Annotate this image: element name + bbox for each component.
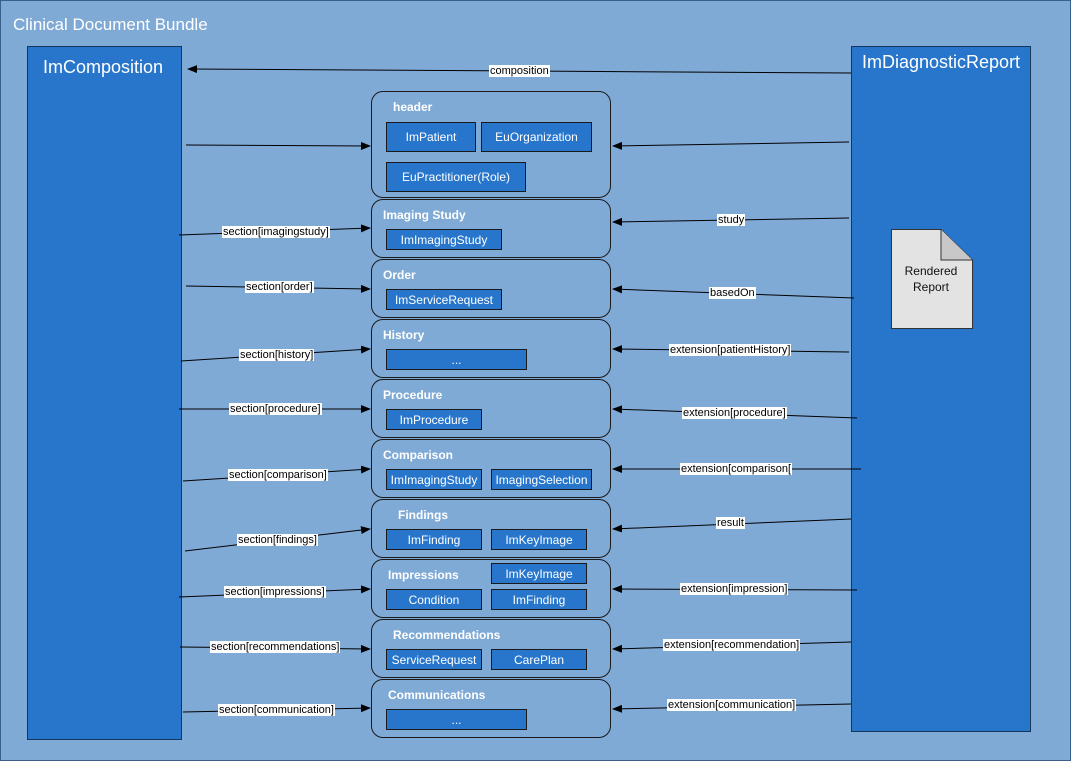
findings-section: Findings ImFinding ImKeyImage [371, 499, 611, 558]
recommendations-section: Recommendations ServiceRequest CarePlan [371, 619, 611, 678]
rendered-report-document: Rendered Report [891, 229, 973, 329]
composition-box: ImComposition [27, 46, 182, 740]
history-left-label: section[history] [239, 349, 315, 361]
comparison-left-label: section[comparison] [228, 469, 328, 481]
impressions-section: Impressions ImKeyImage Condition ImFindi… [371, 559, 611, 618]
order-left-label: section[order] [245, 281, 314, 293]
im-procedure-node: ImProcedure [386, 409, 482, 430]
impressions-left-label: section[impressions] [224, 586, 326, 598]
composition-edge-label: composition [489, 65, 550, 77]
comparison-title: Comparison [383, 448, 454, 462]
comparison-im-imaging-study-node: ImImagingStudy [386, 469, 482, 490]
header-section-title: header [393, 100, 433, 114]
bundle-title: Clinical Document Bundle [13, 15, 208, 34]
im-service-request-node: ImServiceRequest [386, 289, 502, 310]
eu-organization-node: EuOrganization [481, 122, 592, 152]
history-title: History [383, 328, 425, 342]
communications-ellipsis-node: ... [386, 709, 527, 730]
history-ellipsis-node: ... [386, 349, 527, 370]
patient-history-label: extension[patientHistory] [669, 344, 792, 356]
document-icon [891, 229, 973, 329]
im-patient-node: ImPatient [386, 122, 476, 152]
findings-im-finding-node: ImFinding [386, 529, 482, 550]
im-imaging-study-node: ImImagingStudy [386, 229, 502, 250]
impressions-im-finding-node: ImFinding [491, 589, 587, 610]
care-plan-node: CarePlan [491, 649, 587, 670]
imaging-selection-node: ImagingSelection [491, 469, 592, 490]
communications-left-label: section[communication] [218, 704, 335, 716]
imagingstudy-left-label: section[imagingstudy] [222, 226, 330, 238]
impressions-title: Impressions [388, 568, 459, 582]
recommendation-right-label: extension[recommendation] [663, 639, 801, 651]
eu-practitioner-node: EuPractitioner(Role) [386, 162, 526, 192]
procedure-section: Procedure ImProcedure [371, 379, 611, 438]
comparison-section: Comparison ImImagingStudy ImagingSelecti… [371, 439, 611, 498]
findings-im-key-image-node: ImKeyImage [491, 529, 587, 550]
history-section: History ... [371, 319, 611, 378]
rendered-report-label-line1: Rendered [904, 264, 958, 278]
recommendations-left-label: section[recommendations] [210, 641, 341, 653]
condition-node: Condition [386, 589, 482, 610]
order-section: Order ImServiceRequest [371, 259, 611, 318]
diagnostic-report-title: ImDiagnosticReport [862, 52, 1021, 72]
procedure-right-label: extension[procedure] [682, 407, 787, 419]
rendered-report-label-line2: Report [912, 280, 950, 294]
based-on-label: basedOn [709, 287, 756, 299]
header-left-edge [185, 141, 371, 150]
result-label: result [716, 517, 745, 529]
recommendations-title: Recommendations [393, 628, 501, 642]
study-label: study [717, 214, 746, 226]
procedure-left-label: section[procedure] [229, 403, 322, 415]
header-right-edge [612, 141, 850, 150]
imaging-study-title: Imaging Study [383, 208, 466, 222]
impressions-im-key-image-node: ImKeyImage [491, 563, 587, 584]
order-title: Order [383, 268, 416, 282]
communication-right-label: extension[communication] [667, 699, 797, 711]
comparison-right-label: extension[comparison[ [680, 463, 793, 475]
communications-section: Communications ... [371, 679, 611, 738]
header-section: header ImPatient EuOrganization EuPracti… [371, 91, 611, 198]
communications-title: Communications [388, 688, 486, 702]
findings-left-label: section[findings] [237, 534, 318, 546]
findings-title: Findings [398, 508, 448, 522]
impression-right-label: extension[impression] [680, 583, 789, 595]
procedure-title: Procedure [383, 388, 443, 402]
composition-title: ImComposition [43, 57, 164, 77]
imaging-study-section: Imaging Study ImImagingStudy [371, 199, 611, 258]
service-request-node: ServiceRequest [386, 649, 482, 670]
diagnostic-report-box: ImDiagnosticReport [851, 46, 1031, 732]
